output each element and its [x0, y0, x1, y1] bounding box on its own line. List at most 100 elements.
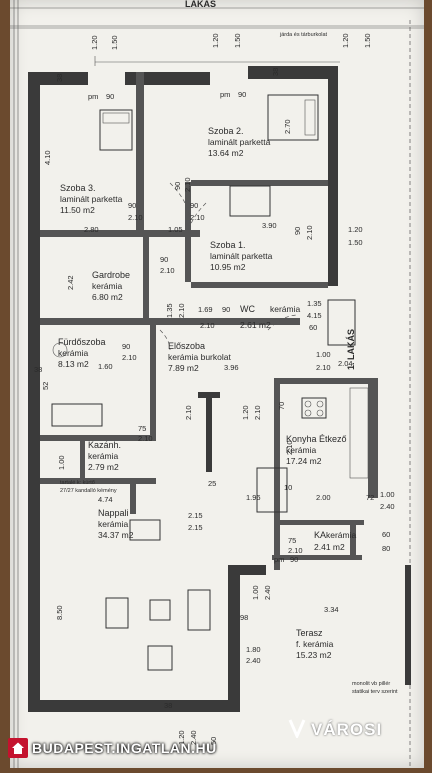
dim-label: 1.00: [251, 585, 260, 600]
note-kandallo-2: 27/27 kandalló kémény: [60, 488, 117, 494]
room-area-wc: 2.61 m2: [240, 320, 271, 330]
dim-label: 2.00: [316, 493, 331, 502]
room-name-furdo: Fürdőszoba: [58, 337, 106, 347]
dim-label: 1.20: [348, 225, 363, 234]
room-name-terasz: Terasz: [296, 628, 323, 638]
room-name-szoba3: Szoba 3.: [60, 183, 96, 193]
dim-label: 2.10: [122, 353, 137, 362]
room-floor-eloszoba: kerámia burkolat: [168, 352, 231, 362]
dim-label: 2.40: [189, 730, 198, 745]
dim-label: 90: [106, 92, 114, 101]
dim-label: 52: [41, 382, 50, 390]
dim-label: 90: [190, 201, 198, 210]
dim-label: 1.20: [211, 33, 220, 48]
note-pillar-2: statikai terv szerint: [352, 689, 398, 695]
dim-label: 2.10: [184, 405, 193, 420]
dim-label: 25: [208, 479, 216, 488]
dim-label: 38: [271, 68, 280, 76]
room-name-eloszoba: Előszoba: [168, 341, 205, 351]
dim-label: 38: [55, 74, 64, 82]
dim-label: 90: [128, 201, 136, 210]
dim-label: 50: [209, 737, 218, 745]
dim-label: 2.80: [84, 225, 99, 234]
dim-label: 38: [164, 701, 172, 710]
dim-label: 3.96: [224, 363, 239, 372]
dim-label: 90: [160, 255, 168, 264]
dim-label: 2.40: [380, 502, 395, 511]
dim-label: 2.10: [177, 303, 186, 318]
room-area-nappali: 34.37 m2: [98, 530, 134, 540]
dim-label: 3.34: [324, 605, 339, 614]
dim-label: 90: [293, 227, 302, 235]
room-floor-furdo: kerámia: [58, 348, 89, 358]
room-floor-kazan: kerámia: [88, 451, 119, 461]
dim-label: 2.10: [200, 321, 215, 330]
room-area-szoba1: 10.95 m2: [210, 262, 246, 272]
room-area-eloszoba: 7.89 m2: [168, 363, 199, 373]
dim-label: 2.15: [188, 523, 203, 532]
dim-label: 70: [277, 402, 286, 410]
dim-label: 2.10: [138, 434, 153, 443]
floor-plan: LAKÁS járda és tárburkolat 1.20 1.50 1.2…: [10, 0, 424, 768]
room-floor-konyha: kerámia: [286, 445, 317, 455]
room-floor-szoba3: laminált parketta: [60, 194, 123, 204]
dim-label: 2.10: [253, 405, 262, 420]
dim-label: 1.50: [348, 238, 363, 247]
dim-label: 4.10: [43, 150, 52, 165]
dim-label: 1.05: [168, 225, 183, 234]
dim-label: 2.10: [285, 440, 294, 455]
dim-label: 1.20: [241, 405, 250, 420]
dim-label: 1.69: [198, 305, 213, 314]
room-name-kamra: KA: [314, 530, 326, 540]
dim-label: 1.60: [98, 362, 113, 371]
dim-label: 2.04: [338, 359, 353, 368]
dim-label: 2.10: [288, 546, 303, 555]
room-area-gardrob: 6.80 m2: [92, 292, 123, 302]
room-area-szoba2: 13.64 m2: [208, 148, 244, 158]
dim-label: 1.35: [165, 303, 174, 318]
dim-label: 2.10: [128, 213, 143, 222]
watermark-varosi: VÁROSI: [288, 718, 382, 743]
dim-label: pm: [88, 92, 98, 101]
note-pillar-1: monolit vb pillér: [352, 681, 390, 687]
room-area-konyha: 17.24 m2: [286, 456, 322, 466]
dim-label: 1.00: [57, 455, 66, 470]
dim-label: 90: [222, 305, 230, 314]
dim-label: 72: [366, 493, 374, 502]
note-kandallo-1: tartalé k: kürtő: [60, 480, 95, 486]
dim-label: 4.74: [98, 495, 113, 504]
dim-label: 38: [34, 365, 42, 374]
street-note: járda és tárburkolat: [279, 32, 328, 38]
dim-label: 2.10: [305, 225, 314, 240]
dim-label: 90: [173, 182, 182, 190]
room-area-furdo: 8.13 m2: [58, 359, 89, 369]
dim-label: 60: [309, 323, 317, 332]
dim-label: 2.10: [160, 266, 175, 275]
dim-label: 2.10: [316, 363, 331, 372]
room-area-kazan: 2.79 m2: [88, 462, 119, 472]
varosi-logo-icon: [288, 718, 306, 743]
dim-label: 75: [138, 424, 146, 433]
dim-label: 1.35: [307, 299, 322, 308]
dim-label: 75: [288, 536, 296, 545]
room-floor-kamra: kerámia: [326, 530, 357, 540]
dim-label: 90: [290, 555, 298, 564]
dim-label: 8.50: [55, 605, 64, 620]
room-floor-szoba1: laminált parketta: [210, 251, 273, 261]
room-name-gardrob: Gardrobe: [92, 270, 130, 280]
room-name-kazan: Kazánh.: [88, 440, 121, 450]
dim-label: 1.20: [90, 35, 99, 50]
room-floor-terasz: f. kerámia: [296, 639, 334, 649]
dim-label: 90: [238, 90, 246, 99]
dim-label: 1.00: [316, 350, 331, 359]
plan-header: LAKÁS: [185, 0, 216, 9]
dim-label: 1.96: [246, 493, 261, 502]
room-floor-gardrob: kerámia: [92, 281, 123, 291]
unit-label: 1. LAKÁS: [346, 329, 356, 370]
dim-label: pm: [220, 90, 230, 99]
dim-label: 2.42: [66, 275, 75, 290]
room-floor-nappali: kerámia: [98, 519, 129, 529]
dim-label: 1.50: [110, 35, 119, 50]
watermark-budapest-ingatlan: BUDAPEST.INGATLAN.HU: [8, 737, 217, 759]
dim-label: 2.40: [263, 585, 272, 600]
